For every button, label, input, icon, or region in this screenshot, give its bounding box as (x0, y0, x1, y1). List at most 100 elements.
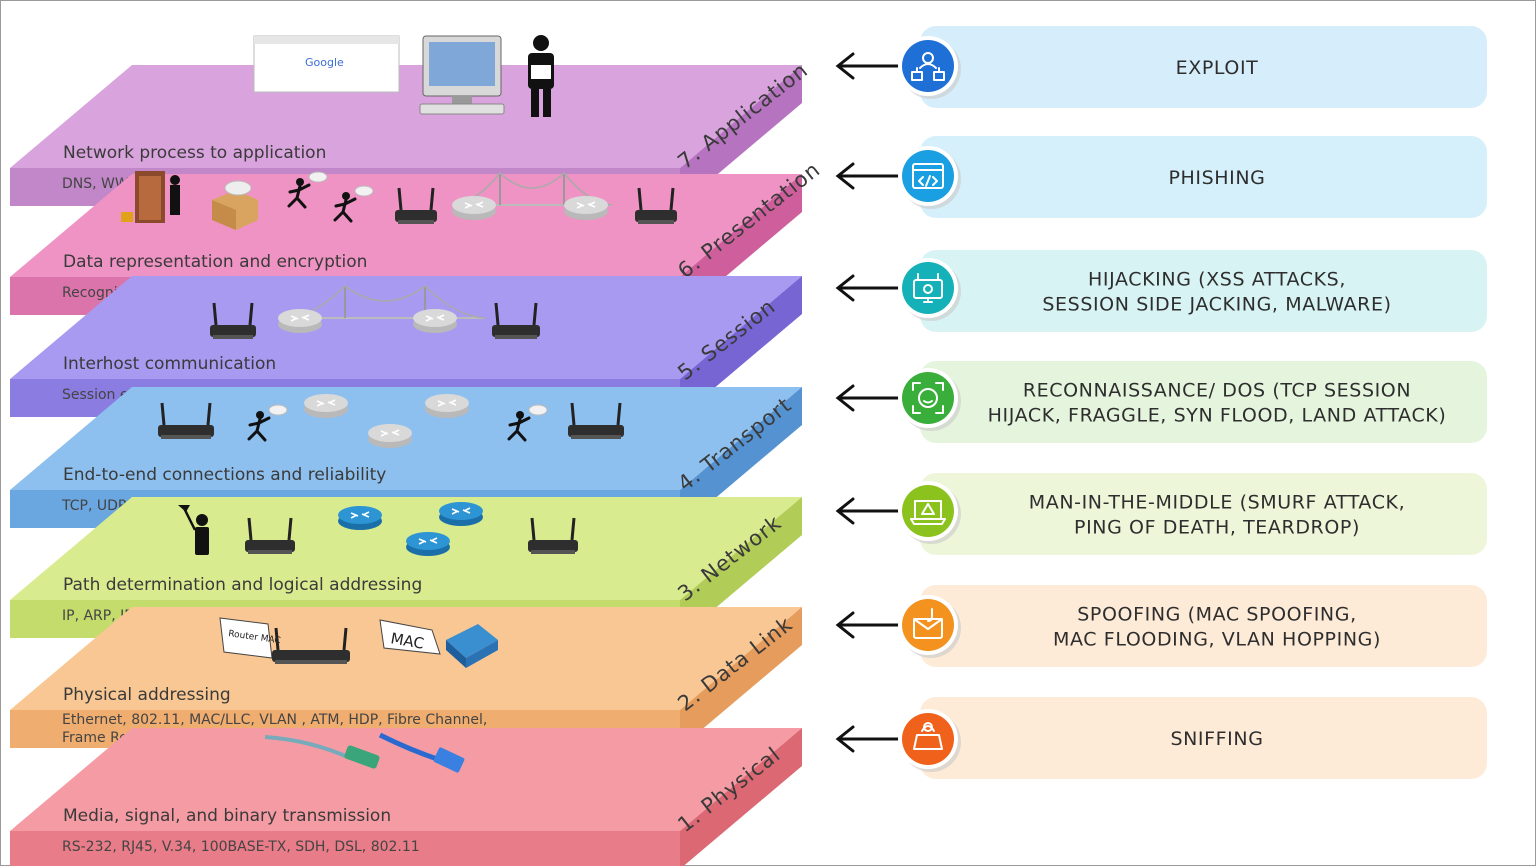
email-hook-icon (898, 595, 961, 658)
layer-side-face (680, 387, 802, 528)
router-icon (635, 187, 677, 224)
ethernet-cable-icon (378, 732, 465, 773)
layer-side-face (680, 607, 802, 748)
desktop-computer-icon (419, 35, 505, 115)
attack-label: SESSION SIDE JACKING, MALWARE) (1042, 294, 1391, 316)
layer-side-face (680, 497, 802, 638)
hacker-laptop-icon (898, 709, 961, 772)
attack-label: MAC FLOODING, VLAN HOPPING) (1053, 629, 1381, 651)
layer-top-face (10, 497, 802, 600)
layer-protocols: RS-232, RJ45, V.34, 100BASE-TX, SDH, DSL… (62, 839, 420, 855)
runner-icon (247, 404, 288, 442)
person-icon (528, 35, 554, 117)
layer-side-face (680, 728, 802, 866)
layer-top-face (10, 65, 802, 168)
router-mac-tag-icon: Router MAC (219, 617, 281, 659)
layer-top-face (10, 174, 802, 277)
attack-box (920, 26, 1487, 108)
attack-label: PHISHING (1168, 167, 1265, 189)
layer-top-face (10, 607, 802, 710)
left-arrow-icon (835, 162, 900, 190)
layer-protocols: Ethernet, 802.11, MAC/LLC, VLAN , ATM, H… (62, 712, 487, 728)
attack-item: HIJACKING (XSS ATTACKS, SESSION SIDE JACK… (835, 250, 1487, 332)
router-icon (210, 302, 256, 339)
attack-label: SPOOFING (MAC SPOOFING, (1077, 604, 1356, 626)
layer-title: Network process to application (63, 143, 326, 163)
attack-label: RECONNAISSANCE/ DOS (TCP SESSION (1023, 380, 1411, 402)
user-network-icon (898, 36, 961, 99)
router-icon (272, 627, 350, 664)
switch-disk-icon (368, 424, 412, 448)
attack-box (920, 585, 1487, 667)
fiber-cable-icon (264, 735, 380, 769)
browser-window-icon: Google (253, 35, 400, 93)
left-arrow-icon (835, 52, 900, 80)
attack-box (920, 361, 1487, 443)
attack-item: MAN-IN-THE-MIDDLE (SMURF ATTACK, PING OF … (835, 473, 1487, 555)
attack-box (920, 697, 1487, 779)
attack-item: SNIFFING (835, 697, 1487, 779)
flag-person-icon (178, 505, 209, 555)
attack-item: PHISHING (835, 136, 1487, 218)
left-arrow-icon (835, 611, 900, 639)
switch-disk-icon (406, 532, 450, 556)
mac-tag-icon: MAC (379, 619, 441, 655)
layer-title: Physical addressing (63, 685, 231, 705)
switch-disk-icon (338, 506, 382, 530)
router-icon (245, 517, 295, 554)
switch-disk-icon (452, 196, 496, 220)
switch-disk-icon (439, 502, 483, 526)
layer-title: Data representation and encryption (63, 252, 367, 272)
attack-item: SPOOFING (MAC SPOOFING, MAC FLOODING, VLA… (835, 585, 1487, 667)
runner-icon (333, 185, 374, 223)
layer-top-face (10, 728, 802, 831)
attack-item: RECONNAISSANCE/ DOS (TCP SESSION HIJACK, … (835, 361, 1487, 443)
left-arrow-icon (835, 725, 900, 753)
osi-layer: Media, signal, and binary transmissionRS… (10, 728, 802, 866)
runner-icon (507, 404, 548, 442)
layer-title: Interhost communication (63, 354, 276, 374)
router-icon (492, 302, 540, 339)
layer-front-face (10, 831, 680, 866)
attack-label: HIJACKING (XSS ATTACKS, (1088, 269, 1346, 291)
attack-box (920, 250, 1487, 332)
left-arrow-icon (835, 274, 900, 302)
switch-disk-icon (413, 309, 457, 333)
code-window-icon (898, 146, 961, 209)
left-arrow-icon (835, 384, 900, 412)
layer-title: Media, signal, and binary transmission (63, 806, 391, 826)
runner-icon (287, 171, 328, 209)
layer-side-face (680, 276, 802, 417)
mac-tag-text: MAC (389, 629, 425, 653)
layer-side-face (680, 65, 802, 206)
attack-label: MAN-IN-THE-MIDDLE (SMURF ATTACK, (1029, 492, 1406, 514)
switch-disk-icon (304, 394, 348, 418)
attack-label: PING OF DEATH, TEARDROP) (1074, 517, 1360, 539)
switch-disk-icon (278, 309, 322, 333)
attack-box (920, 473, 1487, 555)
router-icon (395, 187, 437, 224)
router-icon (158, 402, 214, 439)
attack-label: SNIFFING (1170, 728, 1263, 750)
attack-item: EXPLOIT (835, 26, 1487, 108)
left-arrow-icon (835, 497, 900, 525)
warning-laptop-icon (898, 481, 961, 544)
router-icon (528, 517, 578, 554)
attack-label: HIJACK, FRAGGLE, SYN FLOOD, LAND ATTACK) (988, 405, 1447, 427)
browser-logo-text: Google (305, 56, 344, 69)
layer-top-face (10, 276, 802, 379)
face-scan-icon (898, 368, 961, 431)
switch-disk-icon (564, 196, 608, 220)
attack-label: EXPLOIT (1176, 57, 1259, 79)
attack-list: EXPLOIT PHISHING HIJACKING (XSS ATTACKS, SE… (835, 26, 1487, 779)
monitor-router-icon (898, 258, 961, 321)
layer-title: End-to-end connections and reliability (63, 465, 386, 485)
door-vault-icon (121, 171, 180, 223)
layer-title: Path determination and logical addressin… (63, 575, 422, 595)
attack-box (920, 136, 1487, 218)
switch-disk-icon (425, 394, 469, 418)
box-icon (212, 180, 258, 230)
